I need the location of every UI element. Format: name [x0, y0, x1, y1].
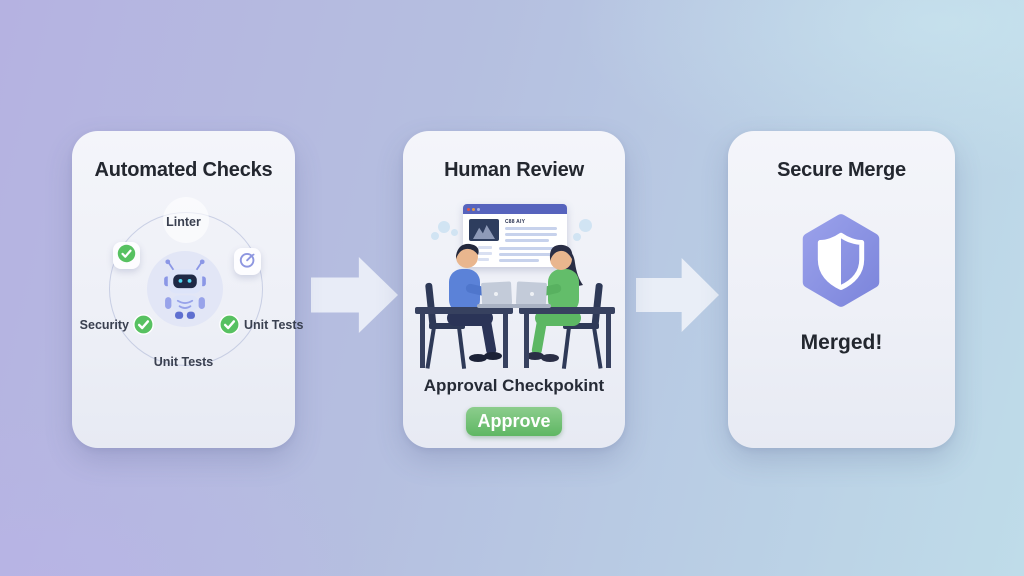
gauge-icon	[238, 250, 257, 274]
text-line	[505, 227, 557, 230]
text-line	[499, 247, 557, 250]
window-dot-icon	[477, 207, 480, 211]
check-label-linter: Linter	[166, 215, 201, 229]
browser-content: C88 AIY	[463, 214, 567, 262]
thought-bubble-icon	[573, 233, 581, 241]
check-label-unit-tests: Unit Tests	[244, 318, 304, 332]
gauge-tile	[234, 248, 261, 275]
sidebar-block	[478, 252, 492, 255]
stage-title-automated-checks: Automated Checks	[94, 159, 273, 181]
stage-card-secure-merge: Secure Merge Merged!	[728, 131, 955, 448]
text-line	[499, 259, 539, 262]
stage-card-automated-checks: Automated Checks Linter	[72, 131, 304, 448]
robot-icon	[156, 257, 214, 326]
thought-bubble-icon	[438, 221, 450, 233]
arrow-right-icon	[311, 257, 398, 333]
document-thumbnail	[469, 219, 499, 241]
merged-status: Merged!	[800, 331, 883, 354]
browser-titlebar	[463, 204, 567, 214]
text-line	[505, 233, 557, 236]
sidebar-block	[478, 246, 492, 249]
check-circle-icon	[117, 244, 136, 268]
text-line	[505, 239, 549, 242]
approval-caption: Approval Checkpokint	[423, 376, 605, 395]
document-heading: C88 AIY	[505, 219, 526, 225]
check-circle-icon	[219, 314, 240, 335]
stage-card-human-review: Human Review C88 AIY	[403, 131, 625, 448]
window-dot-icon	[472, 207, 475, 211]
stage-title-secure-merge: Secure Merge	[777, 159, 906, 181]
thought-bubble-icon	[431, 232, 439, 240]
sidebar-block	[478, 258, 489, 261]
linter-bubble	[163, 197, 209, 243]
check-tile	[113, 242, 140, 269]
shield-hexagon-icon	[796, 211, 886, 315]
arrow-right-icon	[636, 258, 719, 332]
text-line	[499, 253, 557, 256]
check-label-unit-tests-bottom: Unit Tests	[153, 355, 214, 369]
check-circle-icon	[133, 314, 154, 335]
reviewers-illustration	[407, 231, 621, 378]
approve-button[interactable]: Approve	[466, 407, 562, 436]
window-dot-icon	[467, 207, 470, 211]
stage-title-human-review: Human Review	[444, 159, 584, 181]
thought-bubble-icon	[579, 219, 592, 232]
thought-bubble-icon	[451, 229, 458, 236]
check-label-security: Security	[79, 318, 129, 332]
